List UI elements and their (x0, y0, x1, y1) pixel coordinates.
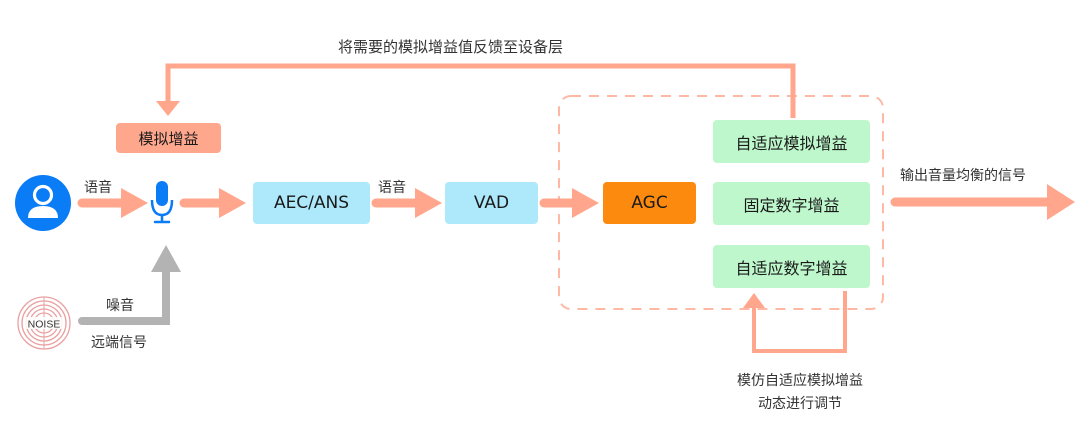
loop-label-line1: 模仿自适应模拟增益 (737, 373, 863, 389)
noise-arrow-head (151, 245, 181, 272)
noise-arrow-shaft (78, 258, 170, 325)
microphone-icon (150, 181, 174, 224)
mic-arrow-head (219, 188, 246, 218)
loop-arrow-shaft (752, 291, 847, 353)
vad-node: VAD (445, 182, 538, 224)
output-arrow-head (1047, 184, 1075, 220)
noise-icon: NOISE (17, 296, 71, 350)
agc-node: AGC (603, 182, 696, 224)
far-end-signal-label: 远端信号 (91, 335, 147, 351)
output-label: 输出音量均衡的信号 (900, 168, 1026, 184)
feedback-line (165, 63, 796, 118)
speech-label-1: 语音 (84, 180, 112, 196)
noise-icon-text: NOISE (28, 319, 61, 331)
feedback-label: 将需要的模拟增益值反馈至设备层 (338, 38, 564, 56)
noise-label: 噪音 (106, 298, 134, 314)
loop-label-line2: 动态进行调节 (758, 396, 842, 412)
adaptive-analog-gain-node: 自适应模拟增益 (713, 120, 870, 163)
loop-arrow-head (743, 293, 765, 308)
feedback-arrowhead (156, 101, 180, 116)
speech-label-2: 语音 (378, 180, 406, 196)
adaptive-digital-gain-node: 自适应数字增益 (713, 245, 870, 288)
analog-gain-node: 模拟增益 (116, 123, 221, 153)
speech-arrow-1-head (121, 188, 148, 218)
speech-arrow-2-head (415, 188, 442, 218)
aec-ans-node: AEC/ANS (253, 182, 370, 224)
vad-arrow-head (572, 188, 599, 218)
fixed-digital-gain-node: 固定数字增益 (713, 182, 870, 225)
user-icon (15, 175, 71, 231)
